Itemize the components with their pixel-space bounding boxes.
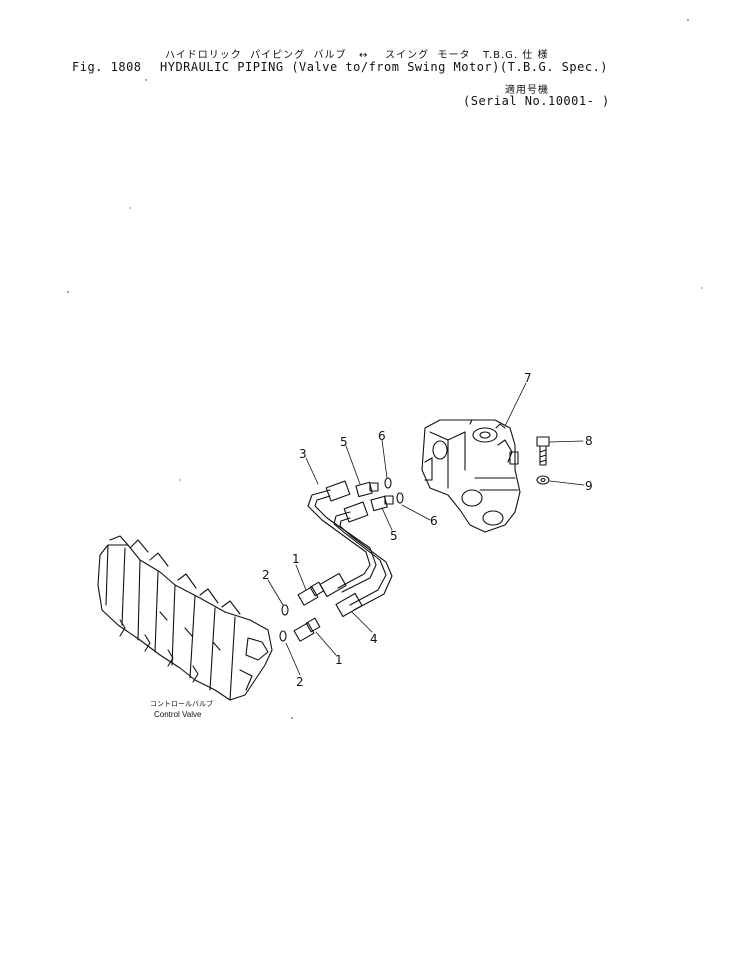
title-english: HYDRAULIC PIPING (Valve to/from Swing Mo… [160,60,609,74]
callout-9: 9 [585,479,593,493]
title-japanese: ハイドロリック パイピング バルブ ↔ スイング モータ T.B.G. 仕 様 [165,50,549,61]
control-valve-drawing [97,535,273,701]
callout-2-lower: 2 [296,675,304,689]
callout-4: 4 [370,632,378,646]
callout-7: 7 [524,371,532,385]
figure-number: Fig. 1808 [72,60,142,74]
callout-5-lower: 5 [390,529,398,543]
swing-motor-part-7 [421,419,521,533]
callout-6-upper: 6 [378,429,386,443]
callout-2-upper: 2 [262,568,270,582]
callout-5-upper: 5 [340,435,348,449]
serial-label-japanese: 適用号機 [505,85,549,96]
o-ring-part-6 [384,477,404,504]
scan-specks [67,19,703,719]
washer-part-9 [536,475,550,485]
pipe-part-3 [307,480,377,598]
control-valve-label-jp: コントロールバルブ [150,699,213,708]
bolt-part-8 [536,436,550,466]
callout-1-lower: 1 [335,653,343,667]
callout-1-upper: 1 [292,552,300,566]
fitting-part-1 [293,581,325,642]
o-ring-part-2 [279,604,289,642]
elbow-part-5 [355,481,394,512]
pipe-part-4 [333,501,393,618]
callout-labels: 1 1 2 2 3 4 5 5 6 6 7 8 9 [262,371,593,689]
serial-number-range: (Serial No.10001- ) [463,94,610,108]
callout-8: 8 [585,434,593,448]
callout-6-lower: 6 [430,514,438,528]
leader-lines [267,382,585,676]
control-valve-label-en: Control Valve [154,710,202,719]
callout-3: 3 [299,447,307,461]
